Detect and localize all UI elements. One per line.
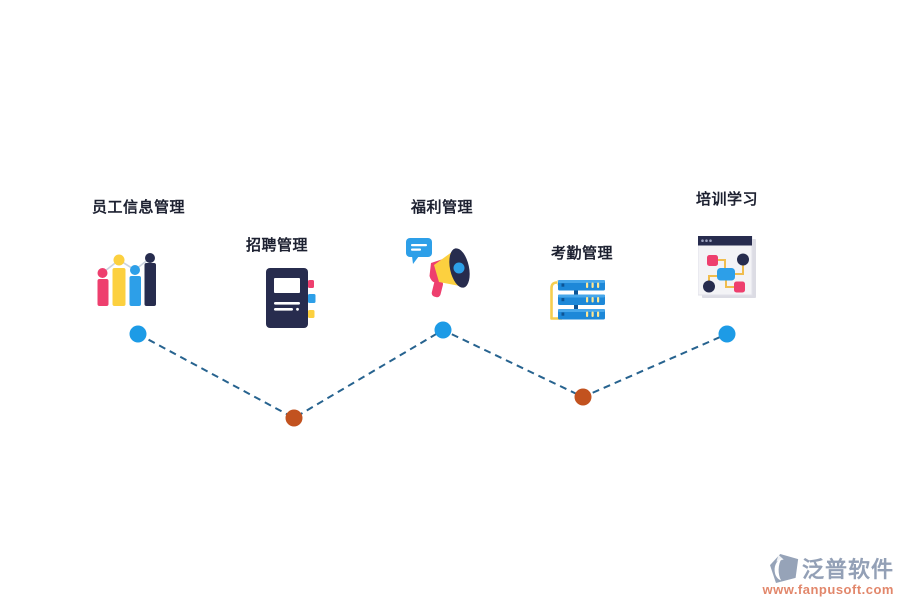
node-label-training: 培训学习 (696, 191, 759, 208)
node-label-attendance: 考勤管理 (551, 245, 614, 262)
watermark-url: www.fanpusoft.com (762, 582, 894, 597)
milestone-dot-3 (434, 321, 452, 339)
dashed-path (137, 328, 728, 420)
bar-chart-growth-icon (97, 252, 159, 306)
milestone-dot-4 (574, 388, 592, 406)
node-label-employee-info: 员工信息管理 (92, 199, 186, 216)
watermark: 泛普软件 www.fanpusoft.com (762, 552, 894, 597)
fanpu-logo-icon (769, 553, 799, 583)
milestone-dot-1 (129, 325, 147, 343)
milestone-dot-2 (285, 409, 303, 427)
megaphone-icon (402, 236, 472, 298)
server-sync-icon (548, 280, 608, 320)
milestone-dot-5 (718, 325, 736, 343)
node-label-welfare: 福利管理 (411, 199, 474, 216)
node-label-recruitment: 招聘管理 (246, 237, 309, 254)
flowchart-window-icon (698, 236, 756, 299)
notebook-icon (261, 267, 317, 329)
watermark-brand: 泛普软件 (801, 557, 894, 582)
